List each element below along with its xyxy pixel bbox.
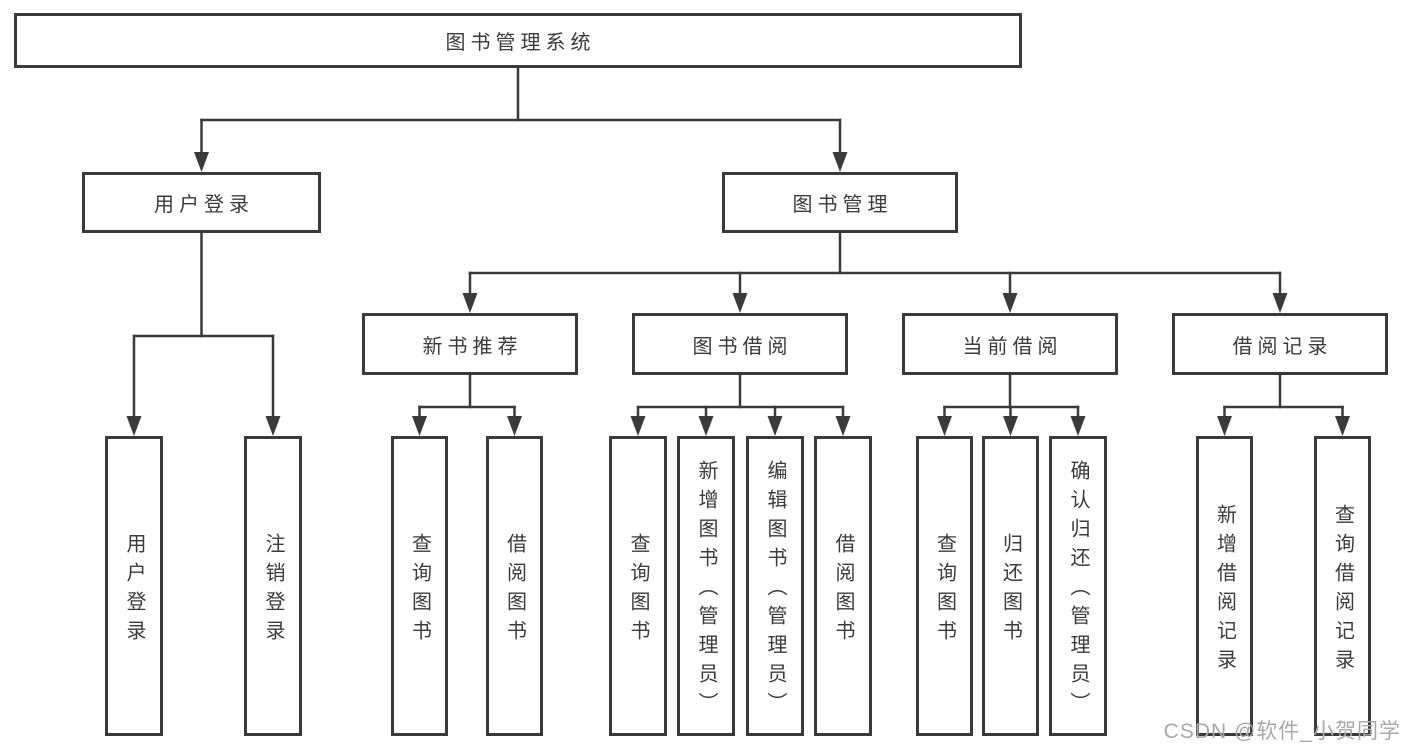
node-root: 图书管理系统	[14, 13, 1022, 68]
node-label: 查询图书	[408, 532, 431, 649]
node-bb-borrow-book: 借阅图书	[814, 436, 872, 736]
node-label: 查询图书	[933, 532, 956, 649]
node-book-mgmt: 图书管理	[722, 172, 958, 233]
node-cb-query-book: 查询图书	[916, 436, 973, 736]
node-label: 确认归还（管理员）	[1067, 460, 1089, 721]
node-label: 查询借阅记录	[1331, 503, 1354, 678]
node-label: 图书借阅	[692, 335, 793, 358]
node-cb-confirm-return: 确认归还（管理员）	[1049, 436, 1107, 736]
node-new-book-rec: 新书推荐	[362, 313, 578, 375]
node-bb-query-book: 查询图书	[609, 436, 667, 736]
node-label: 用户登录	[154, 194, 254, 216]
node-current-borrow: 当前借阅	[902, 313, 1118, 375]
node-label: 借阅图书	[832, 532, 854, 649]
node-nbr-query-book: 查询图书	[391, 436, 448, 736]
node-nbr-borrow-book: 借阅图书	[486, 436, 543, 736]
node-label: 当前借阅	[962, 335, 1063, 358]
node-br-add-record: 新增借阅记录	[1196, 436, 1253, 736]
connectors	[126, 66, 1350, 436]
node-label: 用户登录	[123, 532, 145, 649]
node-br-query-record: 查询借阅记录	[1314, 436, 1371, 736]
node-bb-edit-book: 编辑图书（管理员）	[746, 436, 804, 736]
node-label: 新增借阅记录	[1213, 503, 1236, 678]
node-bb-add-book: 新增图书（管理员）	[677, 436, 735, 736]
node-label: 图书管理	[792, 194, 893, 216]
node-book-borrow: 图书借阅	[632, 313, 848, 375]
node-label: 借阅图书	[503, 532, 526, 649]
node-label: 借阅记录	[1232, 335, 1333, 358]
node-borrow-record: 借阅记录	[1172, 313, 1388, 375]
node-user-login-action: 用户登录	[105, 436, 163, 736]
node-label: 查询图书	[627, 532, 649, 649]
node-cb-return-book: 归还图书	[982, 436, 1039, 736]
node-user-login: 用户登录	[82, 172, 321, 233]
watermark: CSDN @软件_小贺同学	[1163, 720, 1401, 743]
node-label: 图书管理系统	[445, 32, 596, 54]
node-label: 新书推荐	[422, 335, 523, 358]
node-label: 归还图书	[999, 532, 1022, 649]
node-logout-action: 注销登录	[244, 436, 302, 736]
node-label: 注销登录	[262, 532, 284, 649]
node-label: 编辑图书（管理员）	[764, 460, 786, 721]
node-label: 新增图书（管理员）	[695, 460, 717, 721]
